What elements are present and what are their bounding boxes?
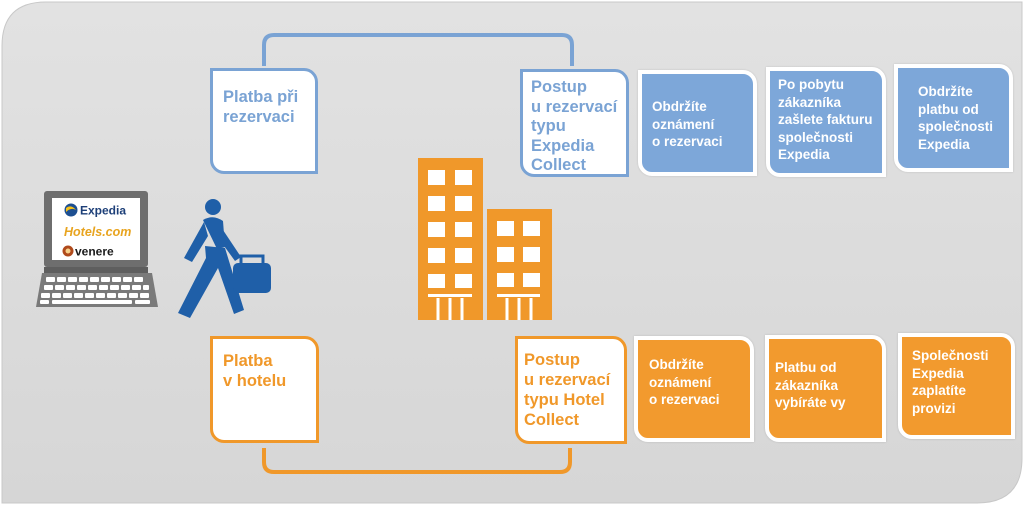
pay-at-hotel-box: Platba v hotelu: [210, 336, 319, 443]
step-line: zákazníka: [778, 94, 842, 110]
hotel-collect-line: typu Hotel: [524, 391, 605, 409]
step-line: Obdržíte: [649, 357, 704, 372]
hotel-collect-box: Postup u rezervací typu Hotel Collect: [515, 336, 627, 444]
prepaid-step-2: Po pobytu zákazníka zašlete fakturu spol…: [766, 67, 886, 177]
hotel-collect-line: Collect: [524, 411, 580, 429]
step-line: platbu od: [918, 101, 979, 117]
prepaid-label-line: Platba při: [223, 88, 299, 106]
hotel-collect-line: u rezervací: [524, 371, 611, 389]
prepaid-payment-box: Platba při rezervaci: [210, 68, 318, 174]
venere-logo: venere: [62, 245, 114, 259]
step-line: Expedia: [778, 147, 830, 162]
step-line: Expedia: [918, 136, 970, 152]
prepaid-label-line: rezervaci: [223, 108, 295, 126]
step-line: Platbu od: [775, 360, 837, 375]
step-line: oznámení: [649, 374, 712, 390]
prepaid-step-3: Obdržíte platbu od společnosti Expedia: [894, 64, 1013, 172]
hotel-collect-line: Postup: [524, 351, 580, 369]
step-line: o rezervaci: [652, 134, 723, 149]
step-line: vybíráte vy: [775, 395, 846, 410]
svg-text:Hotels.com: Hotels.com: [64, 225, 131, 239]
step-line: společnosti: [778, 129, 854, 145]
traveler-icon: [178, 199, 271, 318]
step-line: Společnosti: [912, 348, 989, 363]
hotels-com-logo: Hotels.com: [64, 225, 131, 239]
step-line: zašlete fakturu: [778, 112, 873, 127]
pay-at-hotel-label-line: v hotelu: [223, 372, 287, 390]
laptop-icon: Expedia Hotels.com venere: [36, 191, 158, 307]
prepaid-step-1: Obdržíte oznámení o rezervaci: [638, 70, 757, 176]
pay-at-hotel-step-1: Obdržíte oznámení o rezervaci: [634, 336, 754, 442]
hotel-building-icon: [418, 158, 552, 320]
step-line: oznámení: [652, 116, 715, 132]
step-line: Obdržíte: [652, 99, 707, 114]
pay-at-hotel-connector: [262, 448, 572, 474]
expedia-collect-box: Postup u rezervací typu Expedia Collect: [520, 69, 629, 177]
prepaid-connector: [262, 33, 574, 66]
svg-text:Expedia: Expedia: [80, 204, 126, 218]
expedia-collect-line: Postup: [531, 78, 587, 96]
step-line: Expedia: [912, 365, 964, 381]
expedia-collect-line: Collect: [531, 156, 587, 174]
step-line: společnosti: [918, 119, 994, 134]
expedia-logo: Expedia: [64, 203, 126, 218]
expedia-collect-line: typu: [531, 117, 566, 135]
step-line: provizi: [912, 400, 956, 416]
pay-at-hotel-step-2: Platbu od zákazníka vybíráte vy: [765, 335, 886, 442]
step-line: zaplatíte: [912, 383, 967, 398]
step-line: Po pobytu: [778, 77, 844, 92]
pay-at-hotel-step-3: Společnosti Expedia zaplatíte provizi: [898, 333, 1015, 439]
expedia-collect-line: u rezervací: [531, 97, 618, 116]
pay-at-hotel-label-line: Platba: [223, 352, 273, 370]
step-line: zákazníka: [775, 377, 839, 393]
expedia-collect-line: Expedia: [531, 136, 595, 155]
svg-text:venere: venere: [75, 245, 114, 259]
step-line: Obdržíte: [918, 84, 973, 99]
step-line: o rezervaci: [649, 392, 720, 407]
